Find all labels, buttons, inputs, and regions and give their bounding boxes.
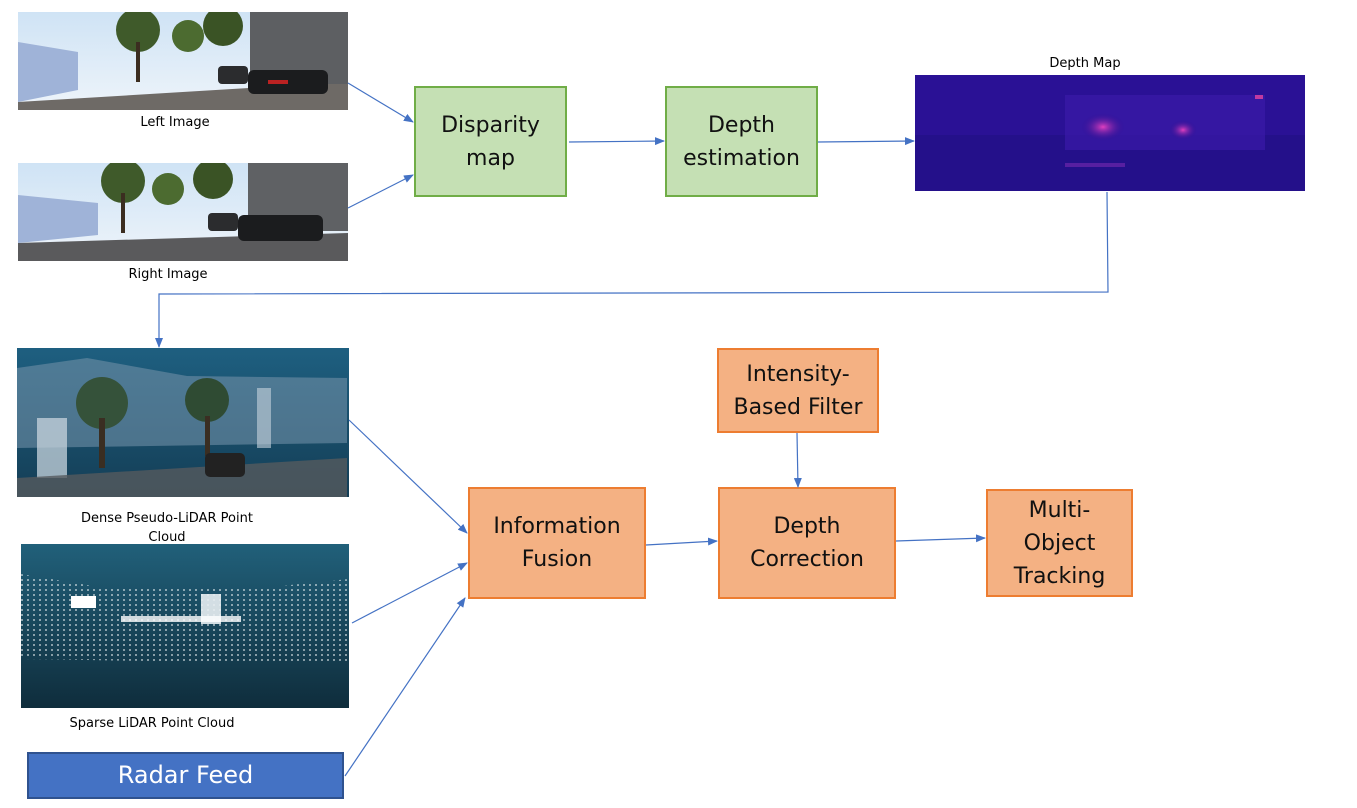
- depth-estimation-box: Depth estimation: [665, 86, 818, 197]
- arrow-filter-to-correction: [793, 432, 802, 488]
- multi-object-tracking-box: Multi- Object Tracking: [986, 489, 1133, 597]
- arrow-fusion-to-correction: [645, 537, 718, 546]
- arrow-right-to-disparity: [347, 174, 414, 209]
- information-fusion-box: Information Fusion: [468, 487, 646, 599]
- left-image: [18, 12, 348, 110]
- arrow-depth-to-depthmap: [817, 137, 915, 146]
- right-image-caption: Right Image: [128, 267, 208, 282]
- sparse-lidar-image: [21, 544, 349, 708]
- intensity-filter-box: Intensity- Based Filter: [717, 348, 879, 433]
- right-image: [18, 163, 348, 261]
- sparse-cloud-caption: Sparse LiDAR Point Cloud: [69, 716, 235, 731]
- arrow-left-to-disparity: [347, 82, 414, 123]
- dense-cloud-caption: Dense Pseudo-LiDAR Point Cloud: [81, 511, 253, 545]
- arrow-correction-to-tracking: [895, 534, 986, 543]
- depth-map-image: [915, 75, 1305, 191]
- depth-correction-box: Depth Correction: [718, 487, 896, 599]
- radar-feed-box: Radar Feed: [27, 752, 344, 799]
- arrow-radar-to-fusion: [344, 597, 466, 777]
- arrow-dense-to-fusion: [348, 419, 468, 534]
- left-image-caption: Left Image: [140, 115, 210, 130]
- disparity-map-box: Disparity map: [414, 86, 567, 197]
- arrow-disparity-to-depth: [568, 137, 665, 146]
- dense-pseudo-lidar-image: [17, 348, 349, 497]
- depth-map-caption: Depth Map: [1049, 56, 1121, 71]
- arrow-sparse-to-fusion: [351, 562, 468, 624]
